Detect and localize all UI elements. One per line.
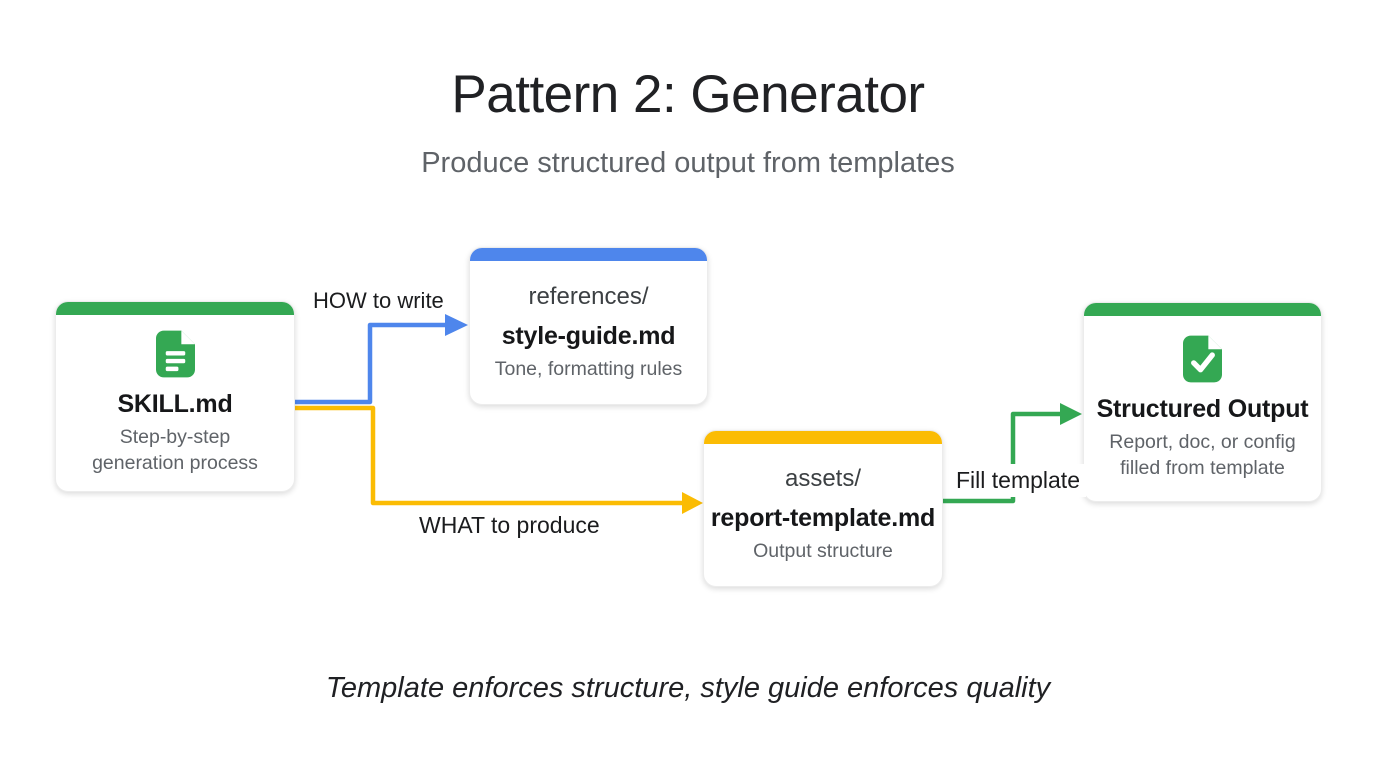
document-icon — [155, 330, 195, 378]
how-arrowhead — [445, 314, 468, 336]
card-accent-bar — [704, 431, 942, 444]
what-arrowhead — [682, 492, 703, 514]
how-arrow-label: HOW to write — [313, 288, 444, 313]
card-title: style-guide.md — [501, 321, 676, 350]
card-folder: assets/ — [784, 465, 862, 493]
slide-footer: Template enforces structure, style guide… — [325, 672, 1051, 704]
slide-subtitle: Produce structured output from templates — [421, 147, 955, 179]
slide-title: Pattern 2: Generator — [451, 65, 925, 124]
fill-arrow-label: Fill template — [950, 464, 1086, 497]
card-skill: SKILL.md Step-by-step generation process — [55, 301, 295, 492]
card-references: references/ style-guide.md Tone, formatt… — [469, 247, 708, 405]
card-title: report-template.md — [710, 504, 936, 533]
card-folder: references/ — [528, 282, 649, 310]
card-output: Structured Output Report, doc, or config… — [1083, 302, 1322, 502]
what-arrow — [295, 405, 684, 506]
card-description: Tone, formatting rules — [494, 357, 683, 380]
card-accent-bar — [1084, 303, 1321, 316]
card-description: Step-by-step generation process — [92, 425, 258, 474]
document-check-icon — [1183, 335, 1222, 383]
card-accent-bar — [470, 248, 707, 261]
card-title: Structured Output — [1096, 395, 1309, 424]
card-description: Report, doc, or config filled from templ… — [1109, 431, 1296, 479]
what-arrow-label: WHAT to produce — [419, 512, 600, 538]
how-arrow — [295, 322, 447, 405]
card-description: Output structure — [753, 540, 893, 563]
card-assets: assets/ report-template.md Output struct… — [703, 430, 943, 587]
fill-arrowhead — [1060, 403, 1082, 425]
card-accent-bar — [56, 302, 294, 315]
card-title: SKILL.md — [117, 389, 233, 418]
